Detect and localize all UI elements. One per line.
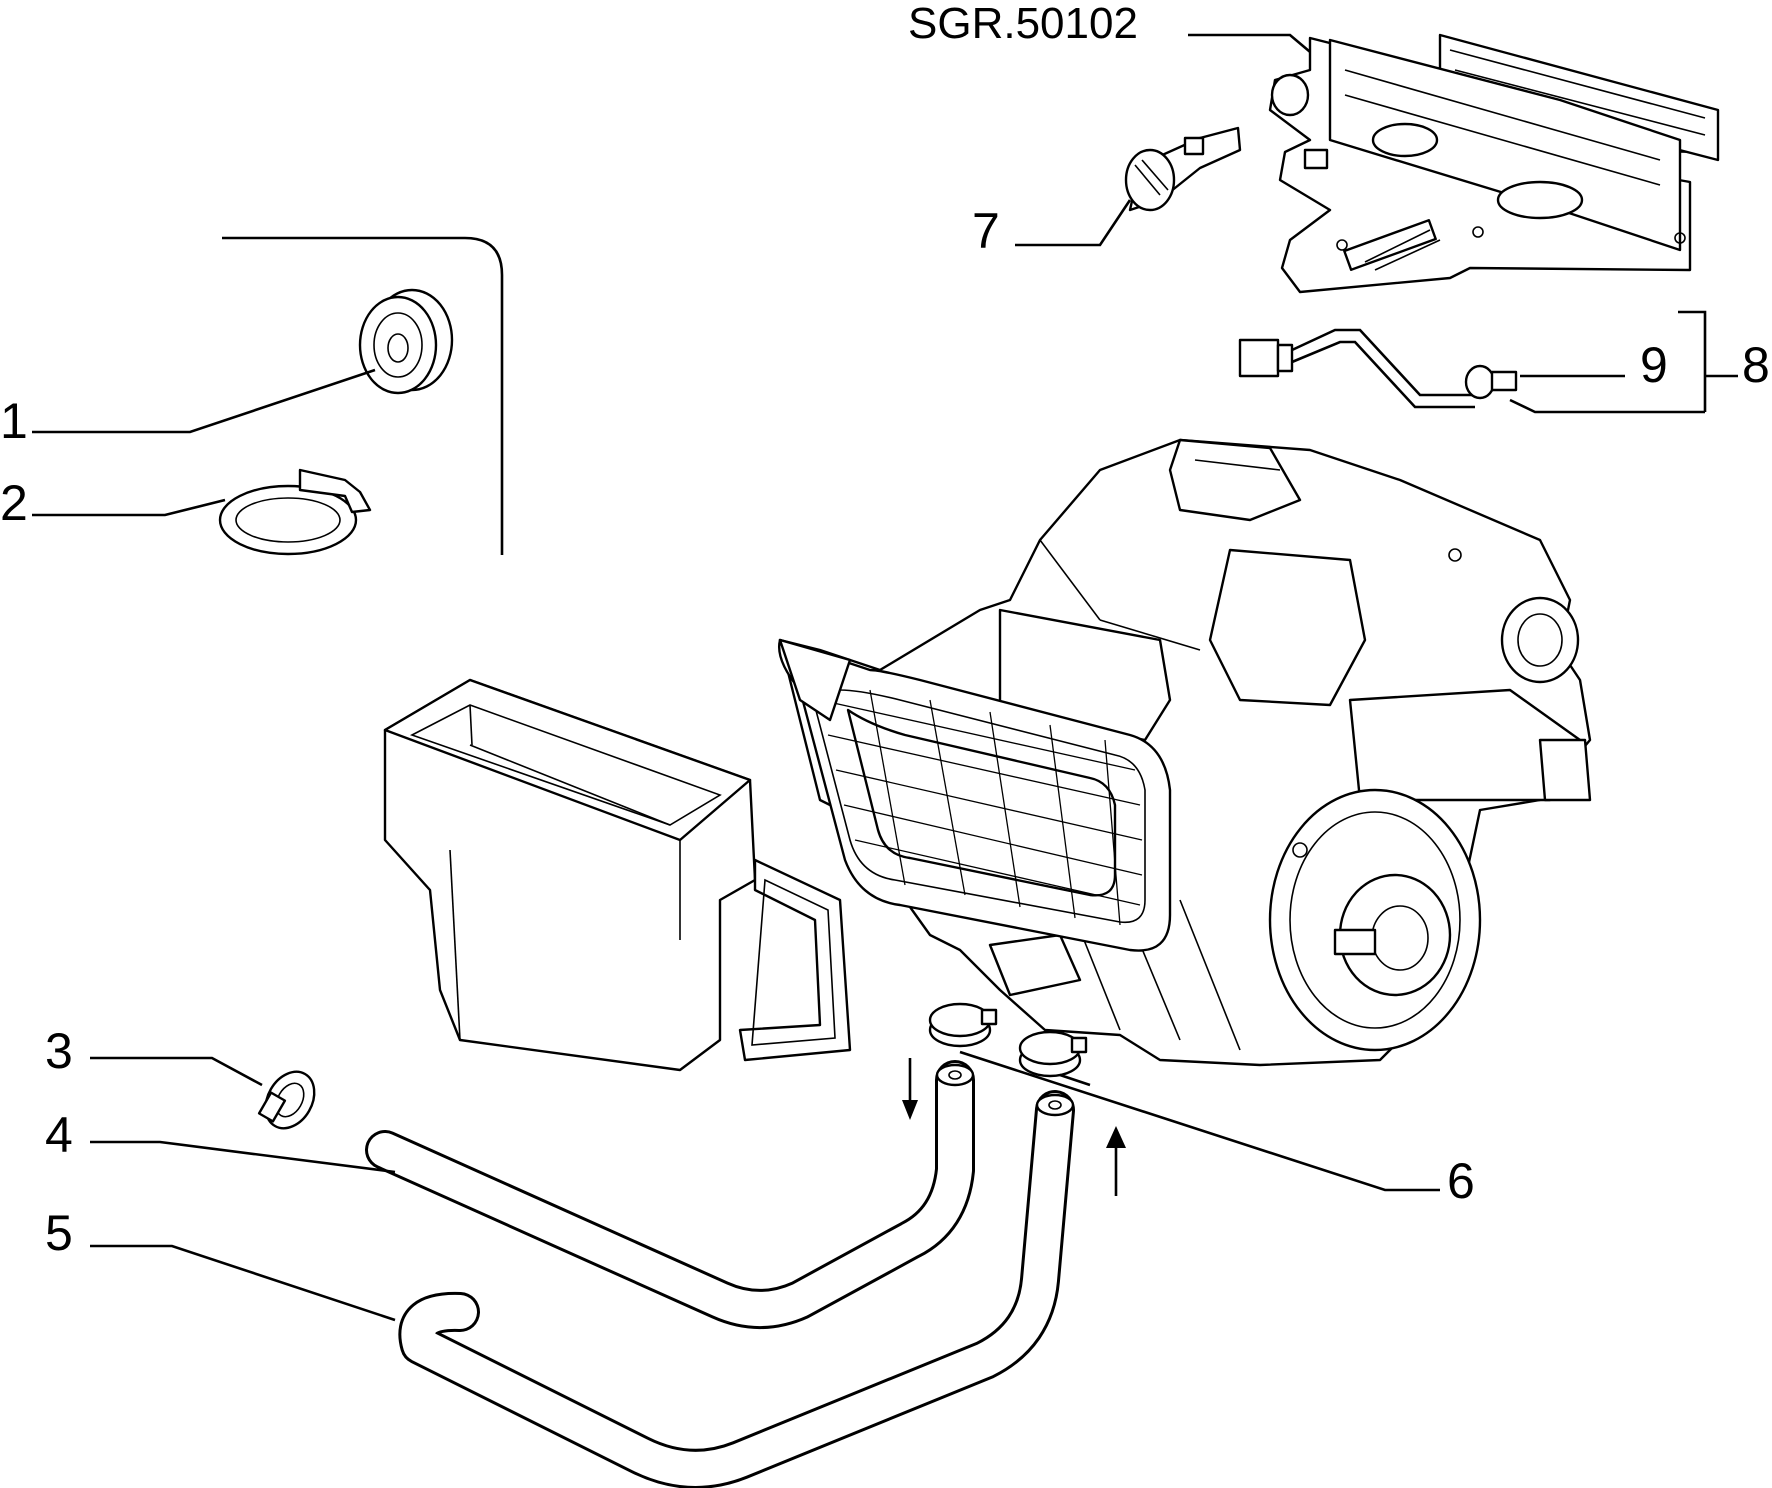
part-4-hose [365,1060,975,1329]
part-6-clamps [928,1002,1088,1078]
callout-6-leader [959,1050,1440,1192]
callout-4-leader [90,1140,396,1174]
callout-1-leader [32,368,376,434]
callout-9-leader-b [1509,398,1705,414]
callout-9: 9 [1640,337,1668,393]
callout-4: 4 [45,1107,73,1163]
inset-bracket [222,236,504,555]
reference-code: SGR.50102 [908,0,1138,48]
flow-arrow-up [1106,1126,1126,1196]
callout-7-leader [1015,199,1132,247]
housing-gasket [778,638,1172,952]
callout-3-leader [90,1056,263,1087]
callout-8-bracket [1678,310,1707,412]
part-2-clip [218,468,372,556]
heater-control-panel [1268,33,1720,294]
callout-2-leader [32,498,226,517]
flow-arrow-down [902,1058,918,1120]
callout-6-leader-b [1059,1073,1091,1087]
callout-6: 6 [1447,1153,1475,1209]
callout-7: 7 [972,203,1000,259]
callout-2: 2 [0,475,28,531]
callout-5: 5 [45,1205,73,1261]
callout-8: 8 [1742,337,1770,393]
callout-3: 3 [45,1023,73,1079]
part-3-clamp [257,1070,316,1130]
part-7-switch [1124,126,1242,212]
air-duct [383,678,852,1072]
callout-1: 1 [0,393,28,449]
part-5-hose [398,1090,1075,1488]
part-1-grommet [358,288,454,395]
callout-5-leader [90,1244,396,1322]
part-9-sensor-cable [1238,328,1518,409]
reference-code-leader [1188,33,1323,63]
